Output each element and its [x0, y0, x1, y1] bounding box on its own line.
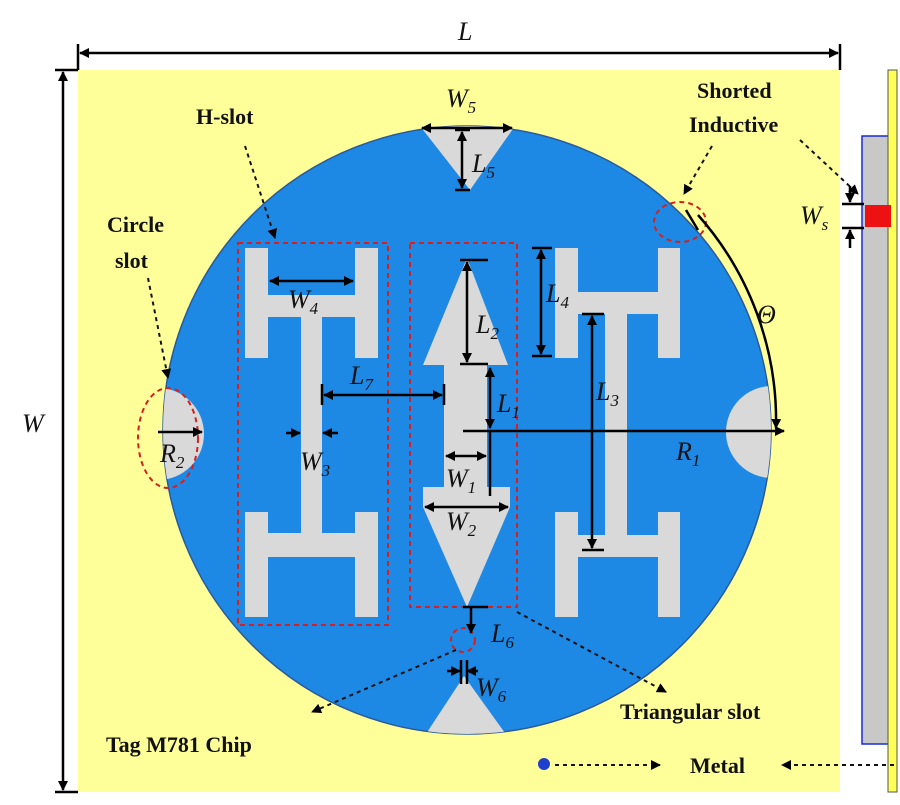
label-W6: W6	[476, 673, 507, 706]
label-L4: L4	[545, 279, 569, 312]
shorted-inductive-element	[865, 205, 891, 227]
label-Ws: Ws	[800, 201, 829, 234]
label-theta: Θ	[757, 300, 776, 329]
center-triangular-slot	[423, 258, 510, 607]
label-tag-chip: Tag M781 Chip	[106, 732, 252, 757]
label-R2: R2	[159, 439, 185, 472]
right-h-slot	[555, 248, 680, 617]
label-W5: W5	[446, 84, 476, 117]
side-view-metal	[887, 69, 898, 793]
h-slot-highlight	[237, 242, 389, 626]
label-L: L	[457, 17, 472, 46]
label-L7: L7	[349, 361, 374, 394]
label-shorted: Shorted	[697, 78, 772, 103]
label-L6: L6	[490, 619, 514, 652]
label-W2: W2	[446, 507, 477, 540]
left-h-slot	[245, 248, 378, 617]
label-inductive: Inductive	[689, 112, 778, 137]
label-h-slot: H-slot	[196, 104, 254, 129]
label-W: W	[22, 409, 46, 438]
top-notch-slot	[420, 126, 515, 190]
side-view-board	[861, 135, 893, 745]
label-triangular-slot: Triangular slot	[620, 699, 761, 724]
label-L1: L1	[496, 389, 520, 422]
label-circle: Circle	[107, 212, 164, 237]
chip-highlight	[450, 627, 476, 653]
label-L5: L5	[471, 149, 495, 182]
right-circle-slot	[726, 386, 771, 478]
label-circle-slot: slot	[115, 248, 149, 273]
left-circle-slot	[163, 388, 204, 480]
label-W1: W1	[446, 464, 476, 497]
circle-slot-highlight	[137, 387, 199, 489]
label-L2: L2	[475, 310, 499, 343]
label-W4: W4	[288, 285, 319, 318]
shorted-highlight	[653, 201, 707, 243]
label-R1: R1	[675, 437, 700, 470]
label-L3: L3	[595, 377, 619, 410]
bottom-notch-slot	[422, 676, 510, 734]
metal-dot	[538, 758, 550, 770]
label-metal: Metal	[690, 753, 745, 778]
label-W3: W3	[300, 447, 330, 480]
